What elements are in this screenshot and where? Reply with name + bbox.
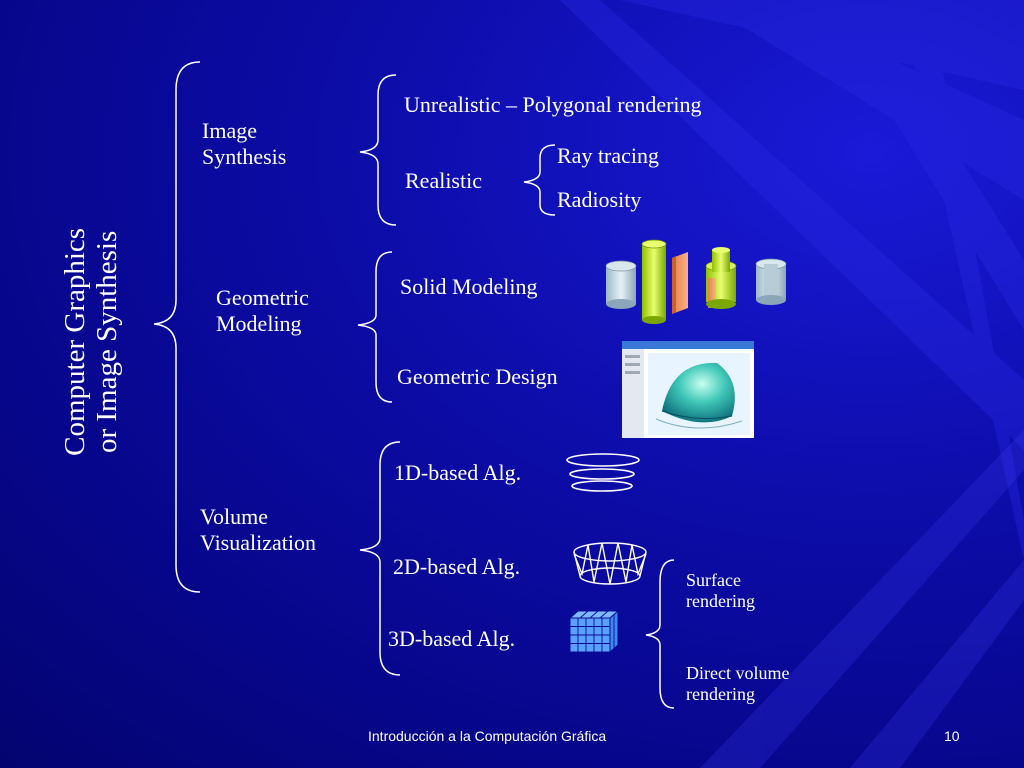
item-realistic: Realistic (405, 168, 482, 193)
item-2d-alg: 2D-based Alg. (393, 554, 521, 579)
geometric-design-illustration (622, 341, 754, 438)
geometric-modeling-brace (357, 251, 393, 403)
item-surface-rendering: Surface rendering (686, 570, 755, 612)
label-line: rendering (686, 591, 755, 612)
label-line: Direct volume (686, 663, 790, 683)
category-label-line: Volume (200, 504, 269, 529)
voxel-3d-icon (568, 609, 620, 654)
solid-modeling-illustration (605, 239, 787, 324)
item-ray-tracing: Ray tracing (557, 143, 660, 168)
category-label-line: Image (202, 118, 257, 143)
cylinder-a (605, 260, 637, 309)
difference-shape (755, 258, 787, 305)
main-brace (153, 61, 201, 593)
category-image-synthesis: Image Synthesis (202, 118, 286, 170)
category-label-line: Geometric (216, 285, 309, 310)
footer-course-title: Introducción a la Computación Gráfica (368, 728, 607, 744)
rendering-brace (645, 559, 675, 709)
union-shape (705, 247, 737, 309)
label-line: rendering (686, 684, 755, 705)
item-radiosity: Radiosity (557, 187, 642, 212)
category-label-line: Modeling (216, 310, 302, 336)
item-geometric-design: Geometric Design (397, 364, 558, 389)
realistic-brace (523, 144, 556, 216)
category-label-line: Synthesis (202, 143, 287, 169)
mesh-2d-icon (573, 542, 647, 585)
item-1d-alg: 1D-based Alg. (394, 460, 522, 485)
contour-1d-icon (566, 453, 640, 492)
box-c (672, 252, 688, 314)
item-direct-volume-rendering: Direct volume rendering (686, 663, 789, 705)
cylinder-b (641, 239, 667, 324)
footer-page-number: 10 (944, 728, 960, 744)
item-3d-alg: 3D-based Alg. (388, 626, 516, 651)
item-unrealistic: Unrealistic – Polygonal rendering (404, 92, 702, 117)
category-geometric-modeling: Geometric Modeling (216, 285, 309, 337)
image-synthesis-brace (359, 74, 397, 226)
item-solid-modeling: Solid Modeling (400, 274, 538, 299)
category-label-line: Visualization (200, 529, 316, 555)
volume-visualization-brace (359, 441, 401, 676)
category-volume-visualization: Volume Visualization (200, 504, 316, 556)
label-line: Surface (686, 570, 741, 590)
